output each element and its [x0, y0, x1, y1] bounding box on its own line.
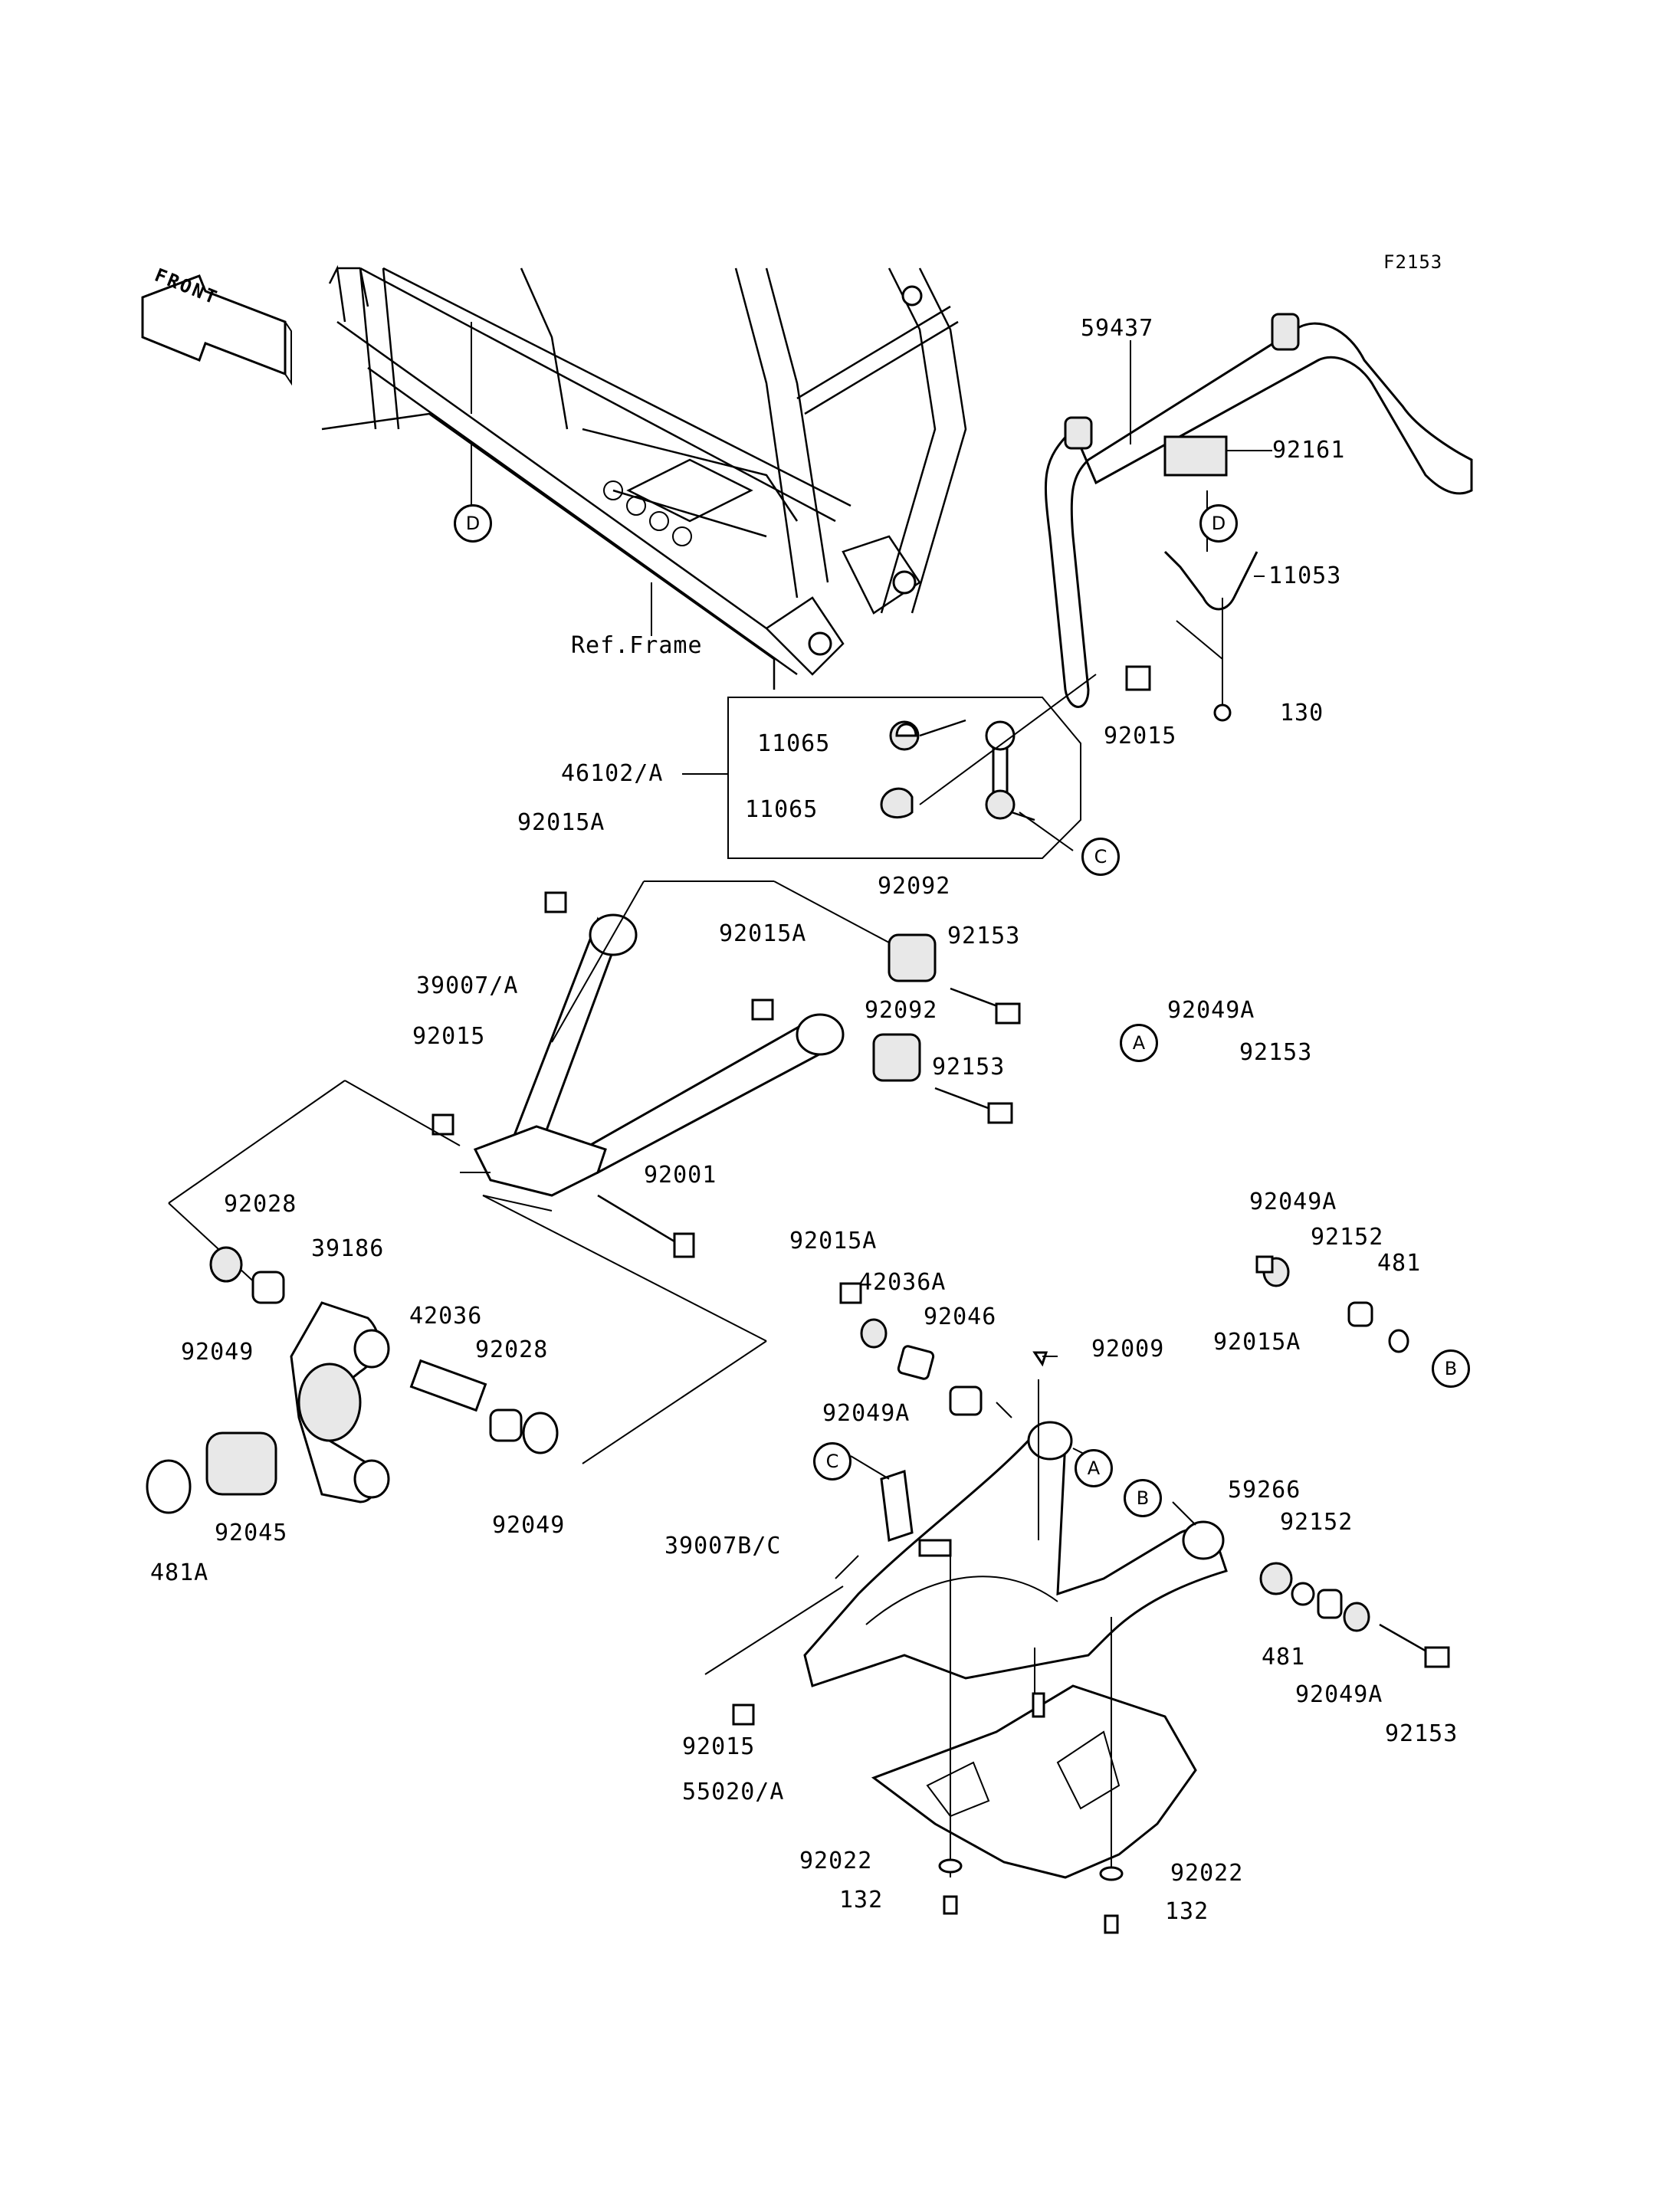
callout-b-1: B — [1432, 1349, 1470, 1388]
part-92049a-1: 92049A — [1167, 997, 1255, 1024]
part-59266: 59266 — [1228, 1477, 1301, 1503]
part-92152-2: 92152 — [1280, 1509, 1354, 1536]
upper-a-arm — [168, 880, 1021, 1258]
part-42036: 42036 — [409, 1303, 483, 1330]
part-39007a: 39007/A — [416, 972, 519, 999]
part-92009: 92009 — [1091, 1336, 1165, 1362]
part-92015a-1: 92015A — [517, 809, 605, 836]
part-130: 130 — [1280, 700, 1324, 726]
part-92153-1: 92153 — [947, 923, 1021, 949]
stabilizer-bar — [1044, 313, 1473, 722]
part-92028-1: 92028 — [224, 1191, 297, 1218]
part-11065-a: 11065 — [757, 730, 831, 757]
part-46102a: 46102/A — [561, 760, 664, 787]
part-92001: 92001 — [644, 1162, 717, 1189]
part-92092-1: 92092 — [878, 873, 951, 900]
part-481-2: 481 — [1262, 1644, 1306, 1671]
part-11053: 11053 — [1268, 562, 1342, 589]
callout-c-1: C — [1081, 838, 1120, 876]
part-132-1: 132 — [839, 1887, 884, 1913]
part-132-2: 132 — [1165, 1898, 1209, 1925]
part-92153-2: 92153 — [932, 1054, 1006, 1080]
part-11065-b: 11065 — [745, 796, 819, 823]
part-39007bc: 39007B/C — [664, 1533, 782, 1559]
part-92049a-4: 92049A — [1295, 1681, 1383, 1708]
part-92049a-3: 92049A — [822, 1400, 911, 1427]
callout-b-2: B — [1124, 1479, 1162, 1517]
part-92152-1: 92152 — [1311, 1224, 1384, 1251]
part-42036a: 42036A — [858, 1269, 947, 1296]
part-92022-2: 92022 — [1170, 1860, 1244, 1887]
part-92049-1: 92049 — [181, 1339, 254, 1366]
part-92015-bot: 92015 — [682, 1733, 756, 1760]
part-92049a-2: 92049A — [1249, 1189, 1337, 1215]
ref-frame-label: Ref.Frame — [571, 632, 703, 659]
figure-code: F2153 — [1383, 251, 1443, 273]
part-92046: 92046 — [924, 1303, 997, 1330]
part-59437: 59437 — [1081, 315, 1154, 342]
callout-a-1: A — [1120, 1024, 1158, 1062]
part-92045: 92045 — [215, 1520, 288, 1546]
part-92022-1: 92022 — [799, 1848, 873, 1874]
part-92015a-4: 92015A — [1213, 1329, 1301, 1356]
frame-illustration — [321, 264, 967, 690]
part-481a: 481A — [150, 1559, 209, 1586]
lower-a-arm — [704, 1255, 1450, 1726]
part-92049-2: 92049 — [492, 1512, 566, 1539]
front-arrow-icon — [141, 274, 292, 386]
callout-d-2: D — [1199, 504, 1238, 543]
link-rod-group — [682, 665, 1151, 859]
skid-plate — [871, 1556, 1197, 1934]
part-92015a-3: 92015A — [789, 1228, 878, 1254]
callout-c-2: C — [813, 1442, 851, 1481]
part-92015-mid: 92015 — [412, 1023, 486, 1050]
part-39186: 39186 — [311, 1235, 385, 1262]
part-481-1: 481 — [1377, 1250, 1422, 1277]
part-92015a-2: 92015A — [719, 920, 807, 947]
callout-d-1: D — [454, 504, 492, 543]
part-92015-top: 92015 — [1104, 723, 1177, 749]
part-92092-2: 92092 — [865, 997, 938, 1024]
part-92153-3: 92153 — [1239, 1039, 1313, 1066]
part-92028-2: 92028 — [475, 1336, 549, 1363]
part-92161: 92161 — [1272, 437, 1346, 464]
knuckle — [146, 1195, 767, 1514]
part-92153-4: 92153 — [1385, 1720, 1459, 1747]
part-55020a: 55020/A — [682, 1779, 785, 1805]
callout-a-2: A — [1075, 1449, 1113, 1487]
